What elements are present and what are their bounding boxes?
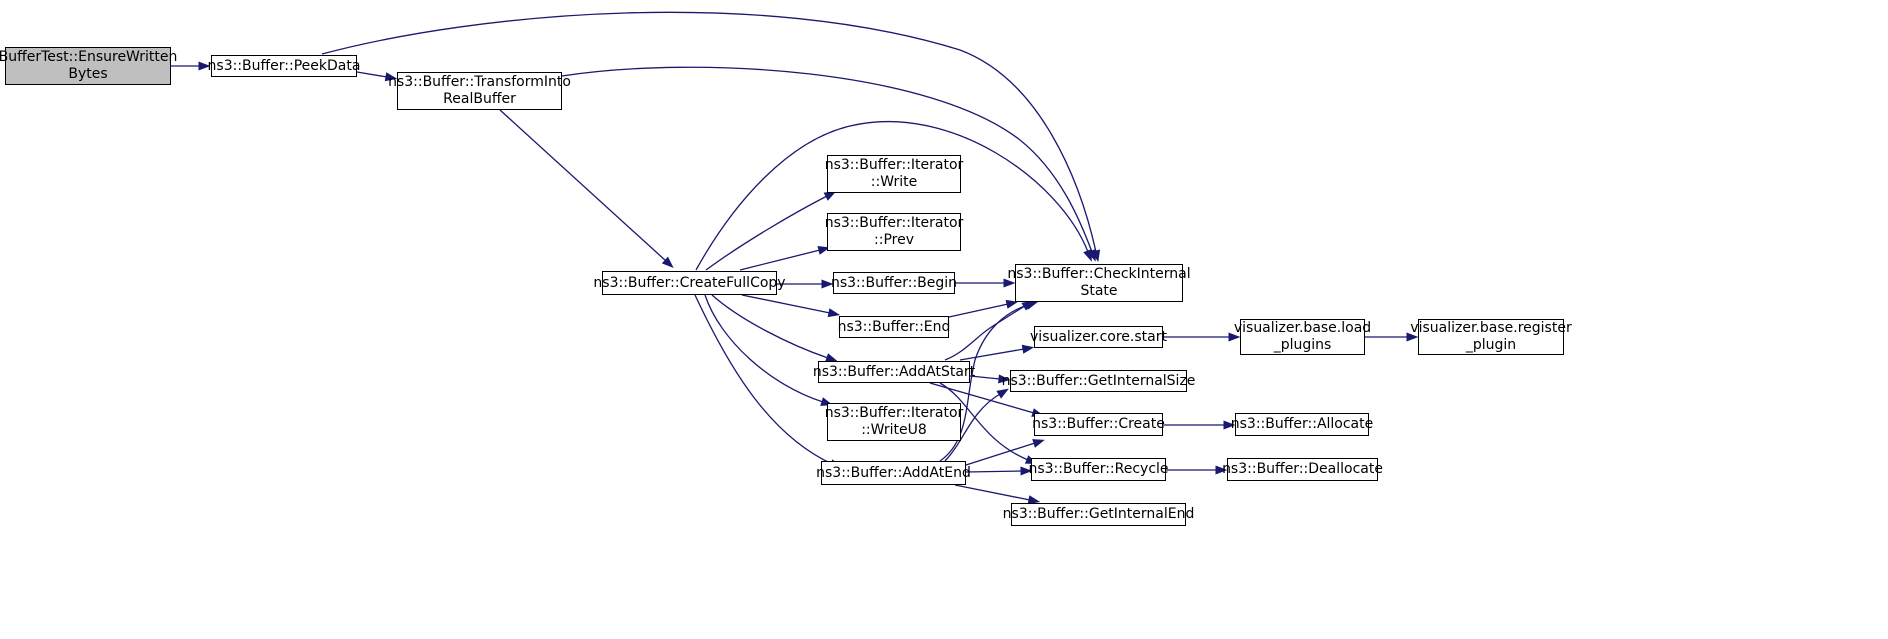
arrowhead-icon [827,308,841,318]
edge-begin-to-checkinternal [955,278,1016,288]
edge-peekdata-to-transform [356,71,398,82]
node-begin[interactable]: ns3::Buffer::Begin [831,272,957,294]
edge-line [694,294,833,465]
edge-line [499,109,667,262]
edge-line [695,120,1089,271]
edge-addatend-to-recycle [965,466,1033,476]
edge-ensure-to-peekdata [171,61,211,71]
node-addatend[interactable]: ns3::Buffer::AddAtEnd [816,461,971,485]
arrowhead-icon [1025,301,1038,310]
edge-addatstart-to-getinternalsize [969,374,1011,384]
arrowhead-icon [996,388,1009,399]
edge-addatend-to-getinternalsize [944,388,1009,462]
arrowhead-icon [1020,466,1033,476]
edge-line [561,66,1093,253]
edge-line [705,195,828,271]
edge-end-to-checkinternal [948,299,1019,318]
edge-line [321,11,1097,253]
edge-line [711,294,829,359]
arrowhead-icon [998,374,1011,384]
node-allocate[interactable]: ns3::Buffer::Allocate [1231,413,1373,436]
arrowhead-icon [1228,332,1241,342]
node-iterprev[interactable]: ns3::Buffer::Iterator ::Prev [825,213,963,251]
arrowhead-icon [1027,495,1041,505]
arrowhead-icon [823,191,837,201]
edge-line [944,305,1026,361]
edge-line [965,470,1023,473]
node-deallocate[interactable]: ns3::Buffer::Deallocate [1222,458,1383,481]
edge-line [948,303,1009,318]
node-transform[interactable]: ns3::Buffer::TransformInto RealBuffer [388,72,571,110]
edge-createfullcopy-to-checkinternal [695,120,1092,271]
node-ensure[interactable]: BufferTest::EnsureWritten Bytes [0,47,177,85]
edge-addatend-to-create [965,439,1045,466]
node-getinternalsize[interactable]: ns3::Buffer::GetInternalSize [1002,370,1195,392]
edge-line [954,484,1031,501]
edge-recycle-to-deallocate [1166,465,1228,475]
edge-peekdata-to-checkinternal [321,11,1101,263]
edge-line [739,249,821,271]
node-getinternalend[interactable]: ns3::Buffer::GetInternalEnd [1003,503,1194,526]
edge-createfullcopy-to-end [741,294,841,318]
node-peekdata[interactable]: ns3::Buffer::PeekData [208,55,360,77]
edge-createfullcopy-to-iterwriteu8 [704,294,833,406]
edge-line [356,71,388,78]
arrowhead-icon [1003,278,1016,288]
node-create[interactable]: ns3::Buffer::Create [1032,413,1165,436]
arrowhead-icon [1406,332,1419,342]
node-vizload[interactable]: visualizer.base.load _plugins [1233,319,1372,355]
edge-createfullcopy-to-iterprev [739,245,831,271]
node-end[interactable]: ns3::Buffer::End [838,316,950,338]
edge-line [969,375,1001,380]
edge-line [704,294,824,403]
edge-createfullcopy-to-iterwrite [705,191,837,271]
edge-transform-to-createfullcopy [499,109,674,269]
node-iterwriteu8[interactable]: ns3::Buffer::Iterator ::WriteU8 [825,403,963,441]
node-vizcore[interactable]: visualizer.core.start [1030,326,1167,348]
node-checkinternal[interactable]: ns3::Buffer::CheckInternal State [1007,264,1191,302]
node-recycle[interactable]: ns3::Buffer::Recycle [1028,458,1169,481]
arrowhead-icon [198,61,211,71]
node-createfullcopy[interactable]: ns3::Buffer::CreateFullCopy [593,271,786,295]
edge-line [741,294,831,314]
edge-vizcore-to-vizload [1163,332,1241,342]
arrowhead-icon [1083,248,1092,262]
node-vizregister[interactable]: visualizer.base.register _plugin [1410,319,1572,355]
edge-addatend-to-getinternalend [954,484,1041,505]
edge-createfullcopy-to-begin [777,279,834,289]
node-iterwrite[interactable]: ns3::Buffer::Iterator ::Write [825,155,963,193]
arrowhead-icon [1032,439,1045,448]
arrowhead-icon [817,245,831,255]
arrowhead-icon [1021,344,1035,354]
edge-line [965,442,1036,466]
edge-addatstart-to-checkinternal [944,300,1034,361]
arrowhead-icon [1215,465,1228,475]
arrowhead-icon [1005,299,1019,309]
arrowhead-icon [1223,420,1236,430]
edge-vizload-to-vizregister [1365,332,1419,342]
arrowhead-icon [661,256,674,269]
edge-line [939,382,1029,461]
edge-line [944,393,1001,462]
node-addatstart[interactable]: ns3::Buffer::AddAtStart [813,361,975,383]
edge-line [959,348,1025,361]
arrowhead-icon [821,279,834,289]
edge-createfullcopy-to-addatstart [711,294,838,362]
edge-create-to-allocate [1163,420,1236,430]
arrowhead-icon [384,72,398,82]
edge-addatstart-to-vizcore [959,344,1035,361]
